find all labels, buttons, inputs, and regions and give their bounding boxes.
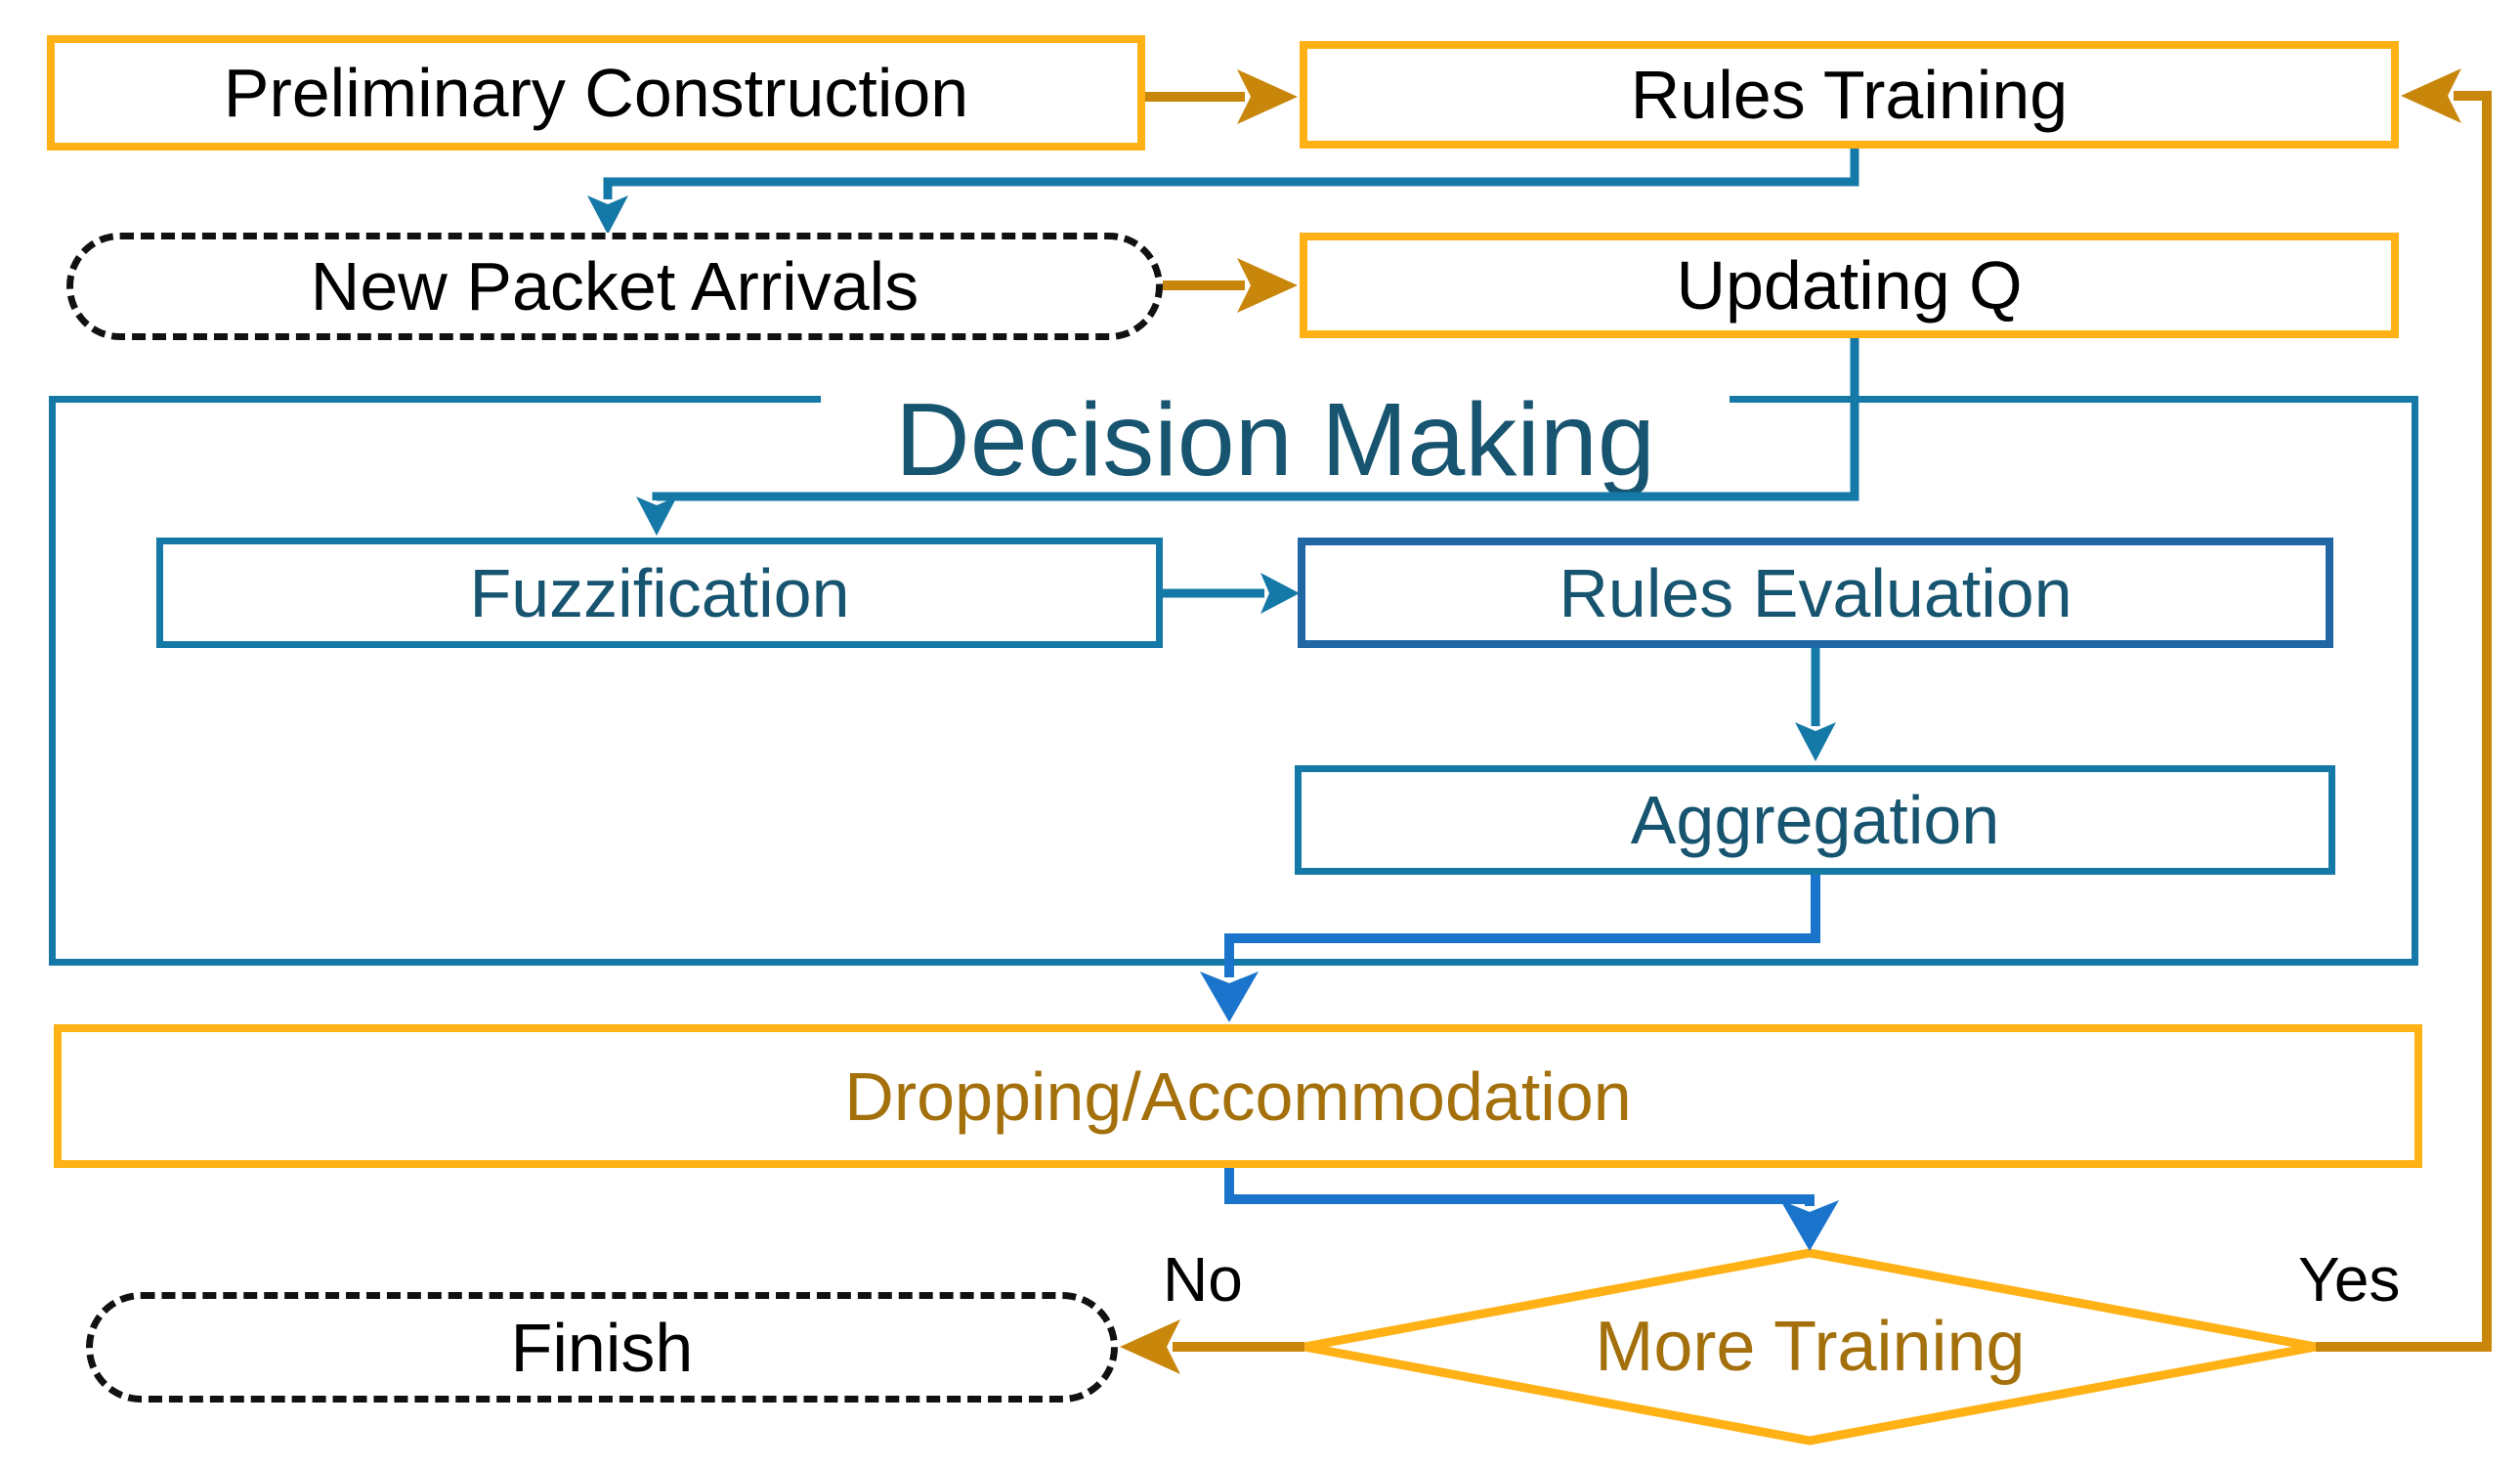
edge-preliminary-to-rules-training xyxy=(1145,69,1298,124)
more-training-diamond xyxy=(1303,1248,2317,1446)
arrowhead-left xyxy=(1120,1319,1180,1374)
arrowhead-right xyxy=(1237,258,1298,313)
edge-more-training-no-to-finish xyxy=(1120,1319,1304,1374)
node-fuzzification: Fuzzification xyxy=(156,538,1163,648)
edge-more-training-yes-to-rules-training xyxy=(2316,68,2492,1352)
arrowhead-right xyxy=(1260,573,1300,614)
arrowhead-down xyxy=(587,195,628,235)
node-updating-q: Updating Q xyxy=(1300,233,2399,338)
edge-aggregation-to-dropping xyxy=(1200,875,1820,1022)
edge-dropping-to-more-training xyxy=(1224,1168,1839,1251)
edge-new-packet-arrivals-to-updating-q xyxy=(1163,258,1298,313)
edge-fuzzification-to-rules-evaluation xyxy=(1163,573,1300,614)
node-aggregation: Aggregation xyxy=(1295,765,2335,875)
node-dropping-accommodation: Dropping/Accommodation xyxy=(54,1024,2422,1168)
edge-label-yes: Yes xyxy=(2298,1244,2401,1315)
edge-rules-training-to-new-packet-arrivals xyxy=(587,149,1859,235)
arrowhead-down xyxy=(1200,971,1259,1022)
node-preliminary-construction: Preliminary Construction xyxy=(47,35,1145,151)
edge-updating-q-to-fuzzification xyxy=(636,338,1859,536)
node-new-packet-arrivals: New Packet Arrivals xyxy=(66,233,1163,340)
node-more-training-label: More Training xyxy=(1595,1308,2026,1386)
arrowhead-down xyxy=(636,497,677,536)
node-finish: Finish xyxy=(86,1292,1118,1403)
arrowhead-down xyxy=(1780,1200,1839,1251)
arrowhead-down xyxy=(1795,722,1836,761)
arrowhead-left xyxy=(2401,68,2461,123)
arrowhead-right xyxy=(1237,69,1298,124)
decision-making-title: Decision Making xyxy=(821,382,1730,497)
node-rules-training: Rules Training xyxy=(1300,41,2399,149)
node-rules-evaluation: Rules Evaluation xyxy=(1298,538,2333,648)
edge-label-no: No xyxy=(1163,1244,1243,1315)
edge-rules-evaluation-to-aggregation xyxy=(1795,648,1836,761)
